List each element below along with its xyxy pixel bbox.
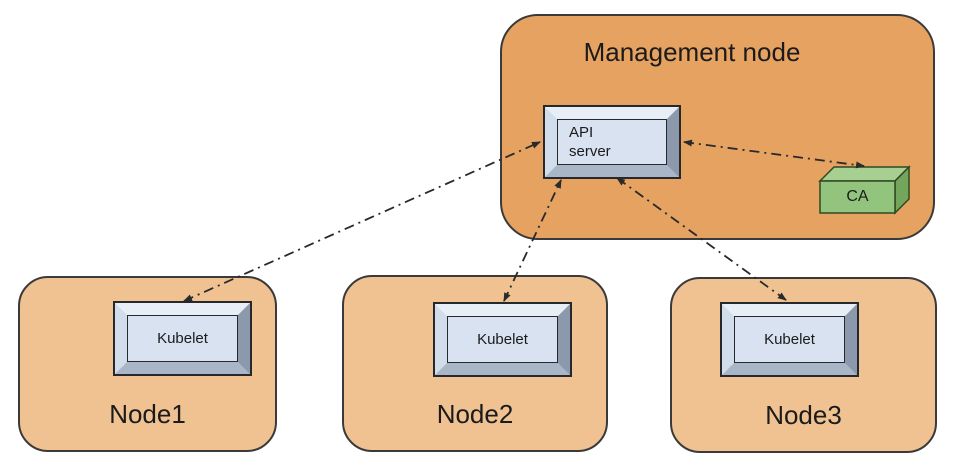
node2-kubelet-label: Kubelet (477, 331, 528, 348)
node3-container: Kubelet Node3 (670, 277, 937, 453)
node1-kubelet-label: Kubelet (157, 330, 208, 347)
api-server-label: API server (569, 124, 611, 160)
node3-kubelet-label: Kubelet (764, 331, 815, 348)
management-node-title: Management node (583, 37, 801, 67)
node1-label: Node1 (109, 399, 186, 429)
node2-label: Node2 (436, 399, 514, 429)
management-node-container: Management node API server CA (500, 14, 935, 240)
ca-label: CA (846, 188, 869, 205)
node1-kubelet-box: Kubelet (113, 301, 252, 376)
node2-kubelet-box: Kubelet (433, 302, 572, 377)
ca-box: CA (818, 165, 912, 215)
node2-container: Kubelet Node2 (342, 275, 608, 452)
api-server-box: API server (543, 105, 681, 179)
node3-kubelet-box: Kubelet (720, 302, 859, 377)
ca-cuboid-shape (818, 165, 911, 215)
node3-label: Node3 (765, 400, 842, 430)
node1-container: Kubelet Node1 (18, 276, 277, 452)
